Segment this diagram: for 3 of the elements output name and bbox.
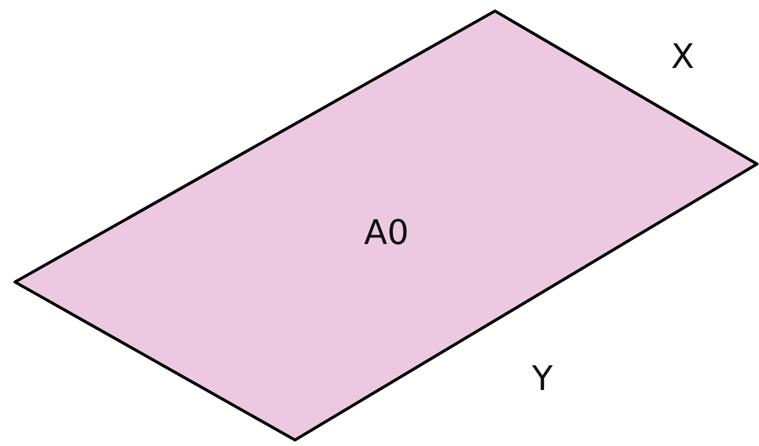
side-label: X [671,40,694,74]
sheet-label: A0 [364,216,409,250]
side-label: Y [532,362,553,396]
